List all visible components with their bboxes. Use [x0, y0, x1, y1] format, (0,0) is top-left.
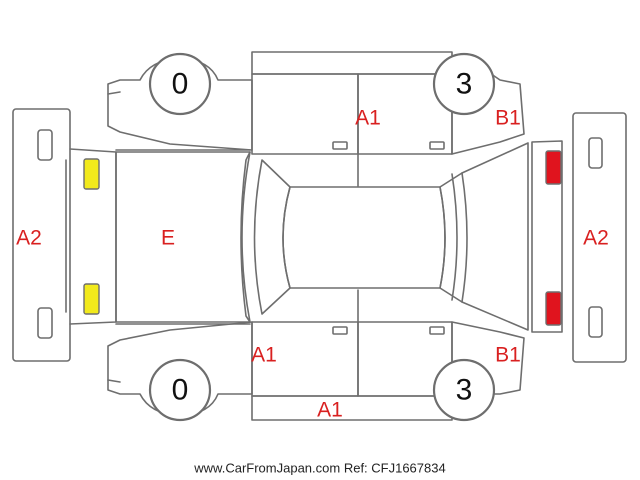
code-right-front-fender: A1 — [251, 344, 277, 367]
car-side-upper — [107, 51, 525, 187]
tire-rear-left-value: 0 — [172, 374, 189, 407]
tire-front-right-value: 3 — [456, 68, 473, 101]
footer-reference: www.CarFromJapan.com Ref: CFJ1667834 — [193, 461, 445, 476]
code-left-doors: A1 — [355, 107, 381, 130]
headlight-bottom — [83, 283, 100, 315]
tire-rear-left: 0 — [148, 358, 212, 422]
code-right-doors-rocker: A1 — [317, 399, 343, 422]
tire-front-left: 0 — [148, 52, 212, 116]
rear-bumper — [572, 112, 627, 363]
code-left-quarter: B1 — [495, 107, 521, 130]
code-right-quarter: B1 — [495, 344, 521, 367]
code-front-bumper: A2 — [16, 227, 42, 250]
tire-front-right: 3 — [432, 52, 496, 116]
front-bumper — [12, 108, 71, 362]
tire-rear-right: 3 — [432, 358, 496, 422]
tire-rear-right-value: 3 — [456, 374, 473, 407]
taillight-bottom — [545, 291, 562, 326]
headlight-top — [83, 158, 100, 190]
code-rear-bumper: A2 — [583, 227, 609, 250]
taillight-top — [545, 150, 562, 185]
tire-front-left-value: 0 — [172, 68, 189, 101]
code-hood: E — [161, 227, 175, 250]
car-top-view — [65, 140, 563, 333]
